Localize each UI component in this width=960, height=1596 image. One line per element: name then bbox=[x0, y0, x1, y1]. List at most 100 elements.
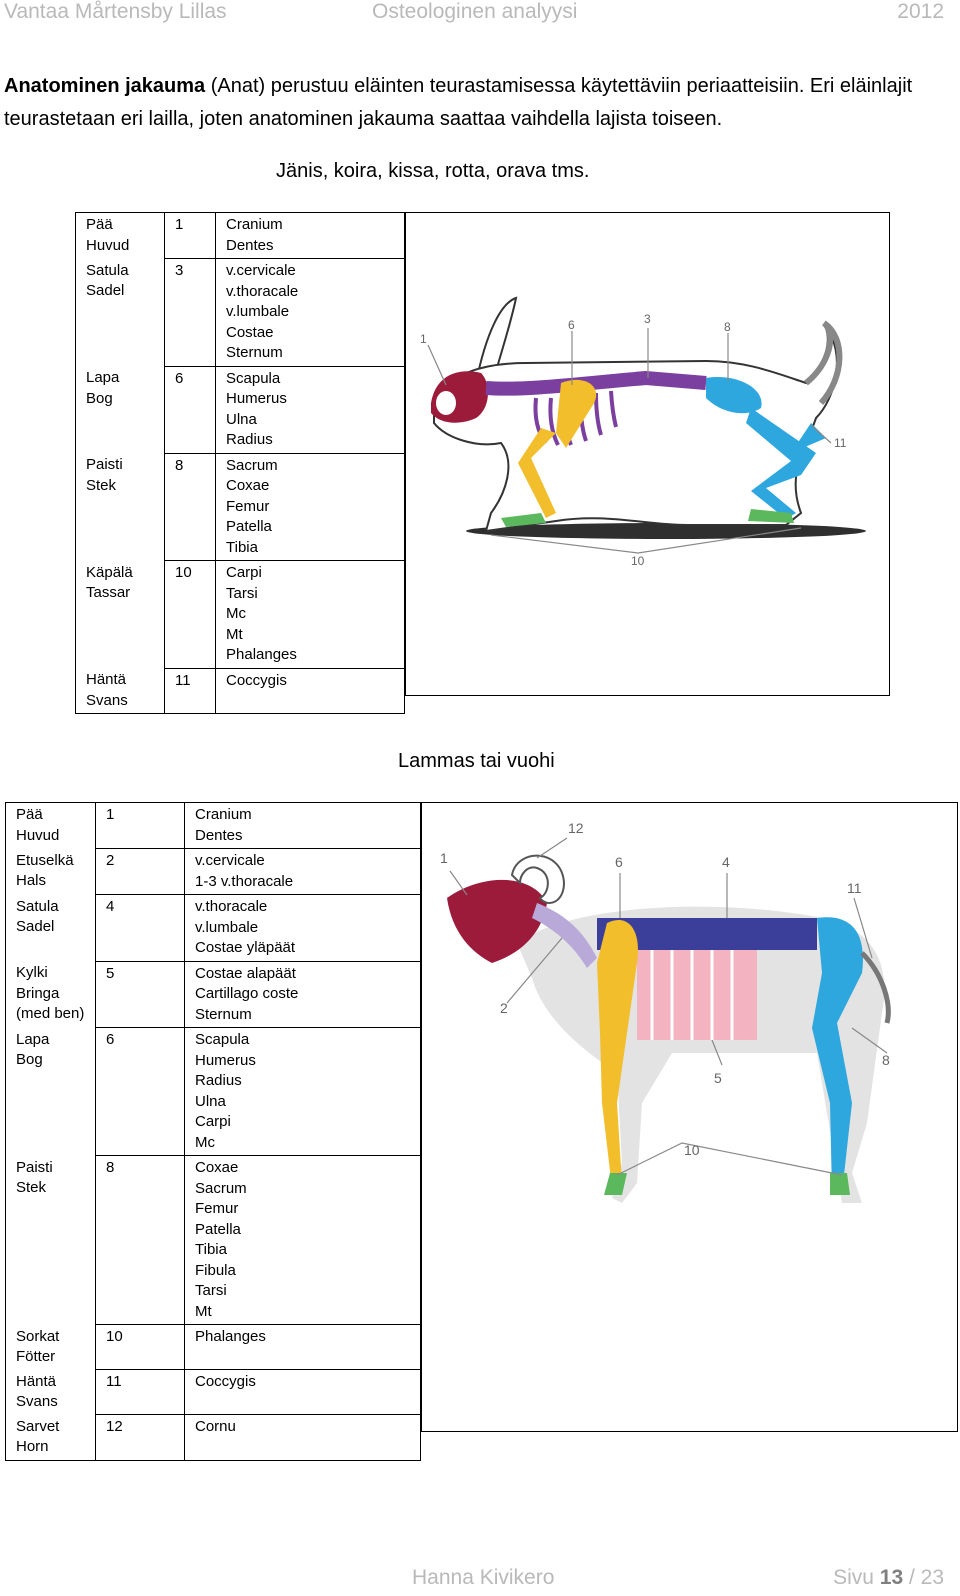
bone-name: Sacrum bbox=[226, 456, 278, 474]
bone-name: v.lumbale bbox=[195, 918, 259, 936]
region-number: 2 bbox=[106, 852, 115, 869]
horn-shape bbox=[510, 854, 566, 904]
region-number: 1 bbox=[106, 806, 115, 823]
bone-name: Costae yläpäät bbox=[195, 939, 296, 956]
sheep-skeleton-illustration: 1 2 12 6 4 11 8 5 10 bbox=[440, 820, 891, 1203]
label-2: 2 bbox=[500, 1000, 508, 1016]
header-center: Osteologinen analyysi bbox=[372, 0, 578, 23]
region-name: Svans bbox=[16, 1393, 58, 1410]
bone-name: Mt bbox=[226, 625, 243, 643]
region-name: Horn bbox=[16, 1438, 49, 1455]
bone-name: Humerus bbox=[195, 1051, 256, 1069]
intro-bold: Anatominen jakauma bbox=[4, 75, 206, 97]
region-name: Pää bbox=[16, 806, 43, 823]
label-1: 1 bbox=[420, 332, 427, 346]
bone-name: Dentes bbox=[195, 826, 243, 844]
region-number: 4 bbox=[106, 898, 115, 915]
footer-page-total: 23 bbox=[920, 1566, 944, 1589]
bone-name: 1-3 v.thoracale bbox=[195, 872, 294, 890]
region-name: Sorkat bbox=[16, 1327, 60, 1345]
bone-name: v.cervicale bbox=[195, 852, 265, 869]
label-4: 4 bbox=[722, 854, 730, 870]
bone-name: Coccygis bbox=[195, 1373, 256, 1390]
intro-paragraph: Anatominen jakauma (Anat) perustuu eläin… bbox=[4, 70, 944, 136]
bone-name: Mt bbox=[195, 1302, 212, 1320]
pelvis-shape bbox=[706, 377, 762, 414]
bone-name: Femur bbox=[195, 1200, 239, 1217]
region-name: Bog bbox=[86, 389, 113, 407]
bone-name: Coccygis bbox=[226, 671, 287, 689]
region-name: Satula bbox=[86, 261, 129, 279]
region-name: Fötter bbox=[16, 1348, 56, 1365]
region-number: 11 bbox=[106, 1373, 122, 1390]
label-12: 12 bbox=[568, 820, 584, 836]
bone-name: Coxae bbox=[226, 477, 270, 494]
region-number: 12 bbox=[106, 1418, 123, 1435]
intro-text: (Anat) perustuu eläinten teurastamisessa… bbox=[4, 75, 913, 130]
region-name: Huvud bbox=[86, 236, 130, 254]
label-3: 3 bbox=[644, 312, 651, 326]
bone-name: Scapula bbox=[195, 1031, 250, 1048]
front-hoof-shape bbox=[604, 1173, 627, 1195]
hind-foot-shape bbox=[748, 509, 794, 523]
label-6: 6 bbox=[568, 318, 575, 332]
bone-name: Patella bbox=[226, 518, 272, 535]
bone-name: Costae alapäät bbox=[195, 964, 296, 982]
label-10: 10 bbox=[631, 554, 645, 568]
region-name: Svans bbox=[86, 691, 128, 709]
region-number-cell: 6 bbox=[164, 366, 216, 454]
label-10: 10 bbox=[684, 1142, 700, 1158]
eye-orbit bbox=[436, 391, 456, 415]
header-right: 2012 bbox=[897, 0, 944, 23]
region-number: 10 bbox=[175, 564, 192, 581]
region-name: Pää bbox=[86, 216, 113, 233]
region-name: Bringa bbox=[16, 984, 60, 1002]
region-number-cell: 5 bbox=[95, 961, 185, 1028]
bone-name: Radius bbox=[195, 1072, 242, 1089]
region-number-cell: 6 bbox=[95, 1027, 185, 1156]
region-name: Paisti bbox=[86, 456, 123, 473]
region-number: 11 bbox=[175, 671, 191, 689]
region-number: 8 bbox=[175, 456, 184, 474]
region-number-cell: 1 bbox=[95, 802, 185, 849]
region-number-cell: 8 bbox=[164, 453, 216, 561]
bone-name: Carpi bbox=[226, 564, 262, 581]
bone-name: Cranium bbox=[195, 806, 252, 823]
region-name: Sarvet bbox=[16, 1417, 60, 1435]
bone-name: Cranium bbox=[226, 216, 283, 233]
bone-name: Tarsi bbox=[195, 1282, 227, 1299]
region-name: Stek bbox=[16, 1179, 47, 1196]
region-number-cell: 1 bbox=[164, 212, 216, 259]
footer-page-sep: / bbox=[903, 1566, 921, 1589]
bone-list-cell: Coccygis bbox=[184, 1369, 421, 1415]
label-8: 8 bbox=[724, 320, 731, 334]
leader-lines bbox=[427, 328, 832, 554]
region-number-cell: 10 bbox=[95, 1324, 185, 1370]
bone-name: Sternum bbox=[195, 1005, 252, 1023]
region-number: 6 bbox=[106, 1031, 115, 1048]
bone-list-cell: Cornu bbox=[184, 1414, 421, 1461]
region-name: Käpälä bbox=[86, 563, 133, 581]
skull-shape bbox=[447, 879, 547, 963]
